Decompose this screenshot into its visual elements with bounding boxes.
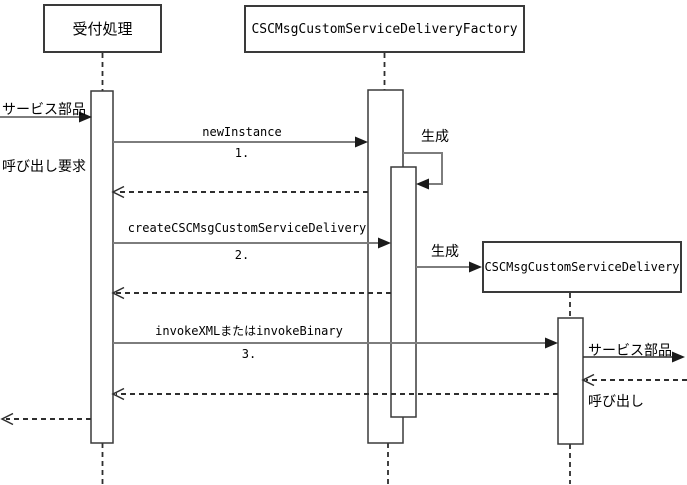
outgoing-call-arrowhead (672, 351, 685, 363)
incoming-request-annotation-line2: 呼び出し要求 (2, 159, 86, 175)
message3-sequence-number: 3. (241, 347, 257, 361)
object-label-reception: 受付処理 (72, 20, 133, 38)
message1-label: newInstance (202, 125, 282, 139)
self-call-create-label: 生成 (421, 129, 449, 145)
activation-bar-factory-nested (390, 166, 417, 418)
incoming-request-annotation: サービス部品 呼び出し要求 (2, 63, 96, 215)
return1-open-arrowhead (111, 185, 125, 199)
create-delivery-label: 生成 (431, 244, 459, 260)
message1-arrowhead (355, 136, 368, 148)
message2-label: createCSCMsgCustomServiceDelivery (127, 221, 367, 235)
outgoing-call-annotation-line2: 呼び出し (588, 394, 644, 410)
message3-label: invokeXMLまたはinvokeBinary (155, 324, 343, 338)
outgoing-call-annotation: サービス部品 呼び出し (588, 309, 686, 445)
object-box-delivery: CSCMsgCustomServiceDelivery (482, 241, 682, 293)
create-delivery-arrowhead (469, 261, 482, 273)
return3-open-arrowhead (111, 387, 125, 401)
incoming-request-annotation-line1: サービス部品 (2, 102, 86, 118)
message2-arrowhead (378, 237, 391, 249)
object-label-factory: CSCMsgCustomServiceDeliveryFactory (251, 21, 518, 37)
message1-sequence-number: 1. (234, 146, 250, 160)
object-label-delivery: CSCMsgCustomServiceDelivery (484, 260, 680, 274)
activation-bar-delivery (557, 317, 584, 445)
incoming-request-arrowhead (79, 111, 92, 123)
return2-open-arrowhead (111, 286, 125, 300)
self-call-arrowhead (416, 178, 429, 190)
external-return-open-arrowhead (581, 373, 595, 387)
final-return-open-arrowhead (0, 412, 14, 426)
object-box-factory: CSCMsgCustomServiceDeliveryFactory (244, 5, 525, 53)
outgoing-call-annotation-line1: サービス部品 (588, 343, 672, 359)
activation-bar-reception (90, 90, 114, 444)
message2-sequence-number: 2. (234, 248, 250, 262)
object-box-reception: 受付処理 (43, 4, 162, 53)
message3-arrowhead (545, 337, 558, 349)
self-call-create-line (403, 152, 443, 185)
